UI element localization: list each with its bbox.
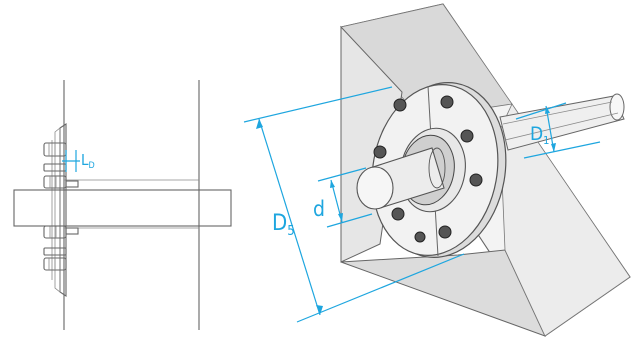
bolt-middle (43, 175, 79, 239)
svg-text:D1: D1 (530, 123, 549, 147)
bolt-icon (438, 225, 452, 239)
flange-bolts (373, 95, 483, 243)
bolt-icon (393, 98, 407, 112)
front-pipe (356, 147, 446, 210)
d-dimension: d (313, 167, 373, 228)
flange-section (43, 122, 79, 298)
bolt-icon (440, 95, 454, 109)
bolt-icon (469, 173, 483, 187)
back-pipe (499, 93, 625, 151)
d1-dimension: D1 (515, 102, 601, 159)
bolt-icon (391, 207, 405, 221)
d1-label: D (530, 123, 543, 145)
pipe-section (13, 189, 232, 227)
ld-subscript: D (89, 161, 95, 171)
bolt-icon (414, 231, 426, 243)
ld-dimension: LD (62, 150, 95, 172)
d5-label: D (272, 211, 287, 236)
d1-subscript: 1 (543, 134, 549, 147)
isometric-view: D5 D1 d (243, 3, 631, 337)
bolt-icon (373, 145, 387, 159)
bolt-bottom (43, 247, 67, 271)
svg-text:D5: D5 (272, 211, 295, 239)
bolt-icon (460, 129, 474, 143)
d5-subscript: 5 (287, 224, 294, 239)
d-label: d (313, 197, 325, 221)
section-view: LD (13, 80, 232, 330)
svg-text:LD: LD (81, 151, 95, 171)
ld-label: L (81, 151, 89, 169)
d5-dimension: D5 (243, 86, 465, 323)
